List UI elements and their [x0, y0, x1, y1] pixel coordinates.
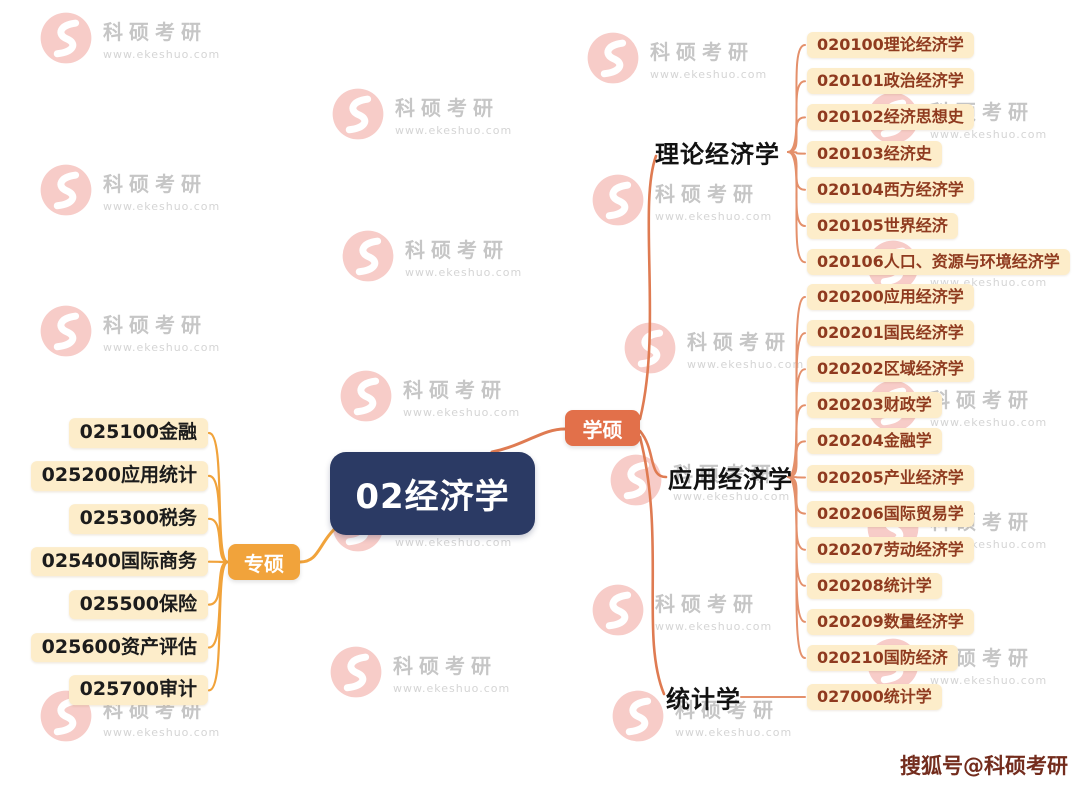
- degree-item-left: 025400国际商务: [30, 546, 208, 577]
- degree-item-right: 027000统计学: [807, 684, 942, 710]
- branch-node-professional-master: 专硕: [228, 544, 300, 580]
- degree-item-right: 020101政治经济学: [807, 68, 974, 95]
- degree-item-right: 020206国际贸易学: [807, 500, 974, 527]
- footer-credit: 搜狐号@科硕考研: [900, 754, 1068, 778]
- category-label: 应用经济学: [668, 465, 793, 494]
- branch-node-academic-master: 学硕: [565, 410, 640, 446]
- degree-item-right: 020209数量经济学: [807, 608, 974, 635]
- degree-item-right: 020102经济思想史: [807, 104, 974, 131]
- degree-item-left: 025500保险: [68, 589, 208, 620]
- degree-item-right: 020208统计学: [807, 572, 942, 599]
- category-label: 统计学: [666, 685, 741, 714]
- degree-item-right: 020210国防经济: [807, 645, 958, 671]
- degree-item-right: 020106人口、资源与环境经济学: [807, 249, 1070, 276]
- degree-item-right: 020104西方经济学: [807, 176, 974, 203]
- degree-item-left: 025300税务: [68, 503, 208, 534]
- degree-item-left: 025700审计: [68, 675, 208, 706]
- degree-item-right: 020202区域经济学: [807, 356, 974, 383]
- root-node-economics: 02经济学: [330, 452, 535, 535]
- degree-item-right: 020105世界经济: [807, 213, 958, 239]
- degree-item-right: 020103经济史: [807, 140, 942, 167]
- degree-item-right: 020201国民经济学: [807, 320, 974, 347]
- degree-item-right: 020200应用经济学: [807, 284, 974, 310]
- category-label: 理论经济学: [655, 140, 780, 169]
- degree-item-left: 025600资产评估: [30, 632, 208, 663]
- degree-item-right: 020204金融学: [807, 428, 942, 455]
- degree-item-right: 020207劳动经济学: [807, 536, 974, 563]
- degree-item-left: 025200应用统计: [30, 461, 208, 491]
- degree-item-right: 020205产业经济学: [807, 464, 974, 491]
- degree-item-left: 025100金融: [68, 418, 208, 448]
- degree-item-right: 020100理论经济学: [807, 32, 974, 58]
- degree-item-right: 020203财政学: [807, 392, 942, 419]
